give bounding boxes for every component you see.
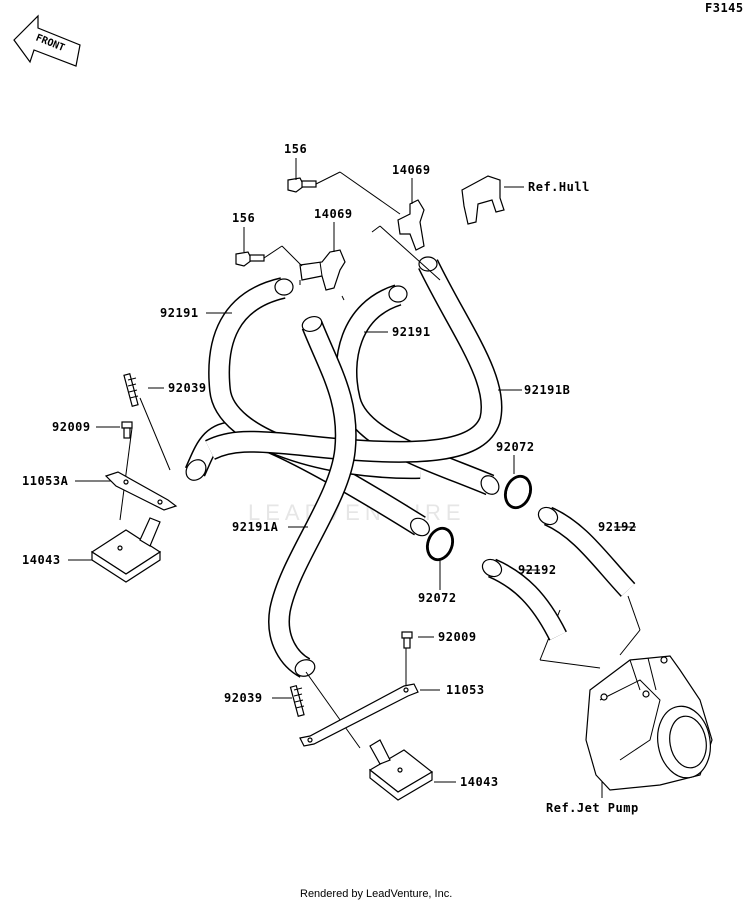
label-92191B: 92191B — [524, 383, 570, 397]
clamp-92072-upper-icon — [503, 474, 533, 510]
label-92192-left: 92192 — [518, 563, 557, 577]
label-156-upper: 156 — [284, 142, 307, 156]
filter-14043-upper-icon — [90, 517, 162, 583]
front-arrow-icon: FRONT — [13, 14, 81, 67]
label-11053A: 11053A — [22, 474, 69, 488]
jet-pump-icon — [585, 655, 713, 791]
clamp-92072-lower-icon — [425, 526, 455, 562]
hull-bracket-icon — [461, 175, 505, 225]
hose-92192-right-icon — [537, 506, 636, 597]
joint-14069-upper-icon — [397, 199, 425, 251]
label-92191-left: 92191 — [160, 306, 199, 320]
figure-code: F3145 — [705, 1, 744, 15]
joint-14069-lower-icon — [299, 249, 346, 291]
label-92192-right: 92192 — [598, 520, 637, 534]
label-92191-mid: 92191 — [392, 325, 431, 339]
screw-92009-lower-icon — [401, 631, 413, 649]
label-14043-upper: 14043 — [22, 553, 61, 567]
label-92039-lower: 92039 — [224, 691, 263, 705]
bracket-11053-icon — [299, 683, 419, 747]
label-14069-lower: 14069 — [314, 207, 353, 221]
label-14069-upper: 14069 — [392, 163, 431, 177]
label-156-lower: 156 — [232, 211, 255, 225]
label-92072-upper: 92072 — [496, 440, 535, 454]
watermark: LEADVENTURE — [248, 500, 466, 525]
hose-92191B — [205, 256, 503, 463]
label-92039-upper: 92039 — [168, 381, 207, 395]
screw-156-lower-icon — [235, 251, 265, 267]
bracket-11053A-icon — [104, 471, 178, 511]
label-92009-upper: 92009 — [52, 420, 91, 434]
hose-92192-left-icon — [481, 558, 567, 641]
stopper-92039-upper-icon — [123, 373, 139, 407]
hose-end-left — [185, 459, 207, 481]
label-92191A: 92191A — [232, 520, 279, 534]
label-14043-lower: 14043 — [460, 775, 499, 789]
footer-credit: Rendered by LeadVenture, Inc. — [300, 888, 452, 900]
label-11053: 11053 — [446, 683, 485, 697]
label-ref-hull: Ref.Hull — [528, 180, 590, 194]
filter-14043-lower-icon — [368, 739, 434, 801]
label-92009-lower: 92009 — [438, 630, 477, 644]
stopper-92039-lower-icon — [289, 684, 305, 717]
label-92072-lower: 92072 — [418, 591, 457, 605]
label-ref-jet-pump: Ref.Jet Pump — [546, 801, 639, 815]
screw-156-upper-icon — [287, 177, 317, 193]
leader-lines — [68, 158, 641, 798]
hose-92191A — [268, 315, 357, 678]
screw-92009-upper-icon — [121, 421, 133, 439]
